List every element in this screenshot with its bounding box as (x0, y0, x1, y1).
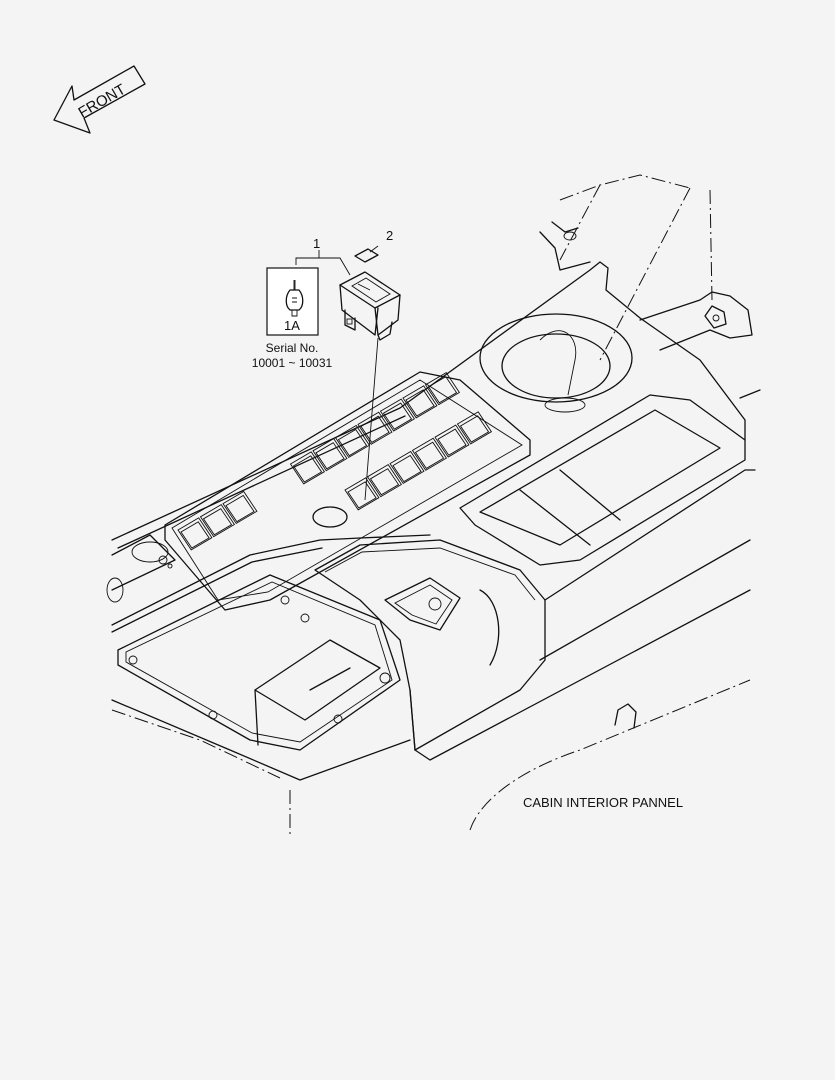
switch-slot-inner (202, 508, 233, 536)
switch-slot-inner (427, 376, 458, 404)
switch-slot-inner (382, 402, 413, 430)
switch-slot (411, 437, 448, 471)
switch-slot (222, 490, 258, 525)
callout-leaders (295, 245, 379, 501)
callout-2-number: 2 (386, 228, 393, 243)
front-label: FRONT (76, 81, 129, 122)
switch-slot-inner (337, 428, 368, 457)
switch-slot-inner (437, 428, 467, 456)
switch-slot (456, 411, 493, 445)
switch-slot-inner (392, 454, 422, 483)
switch-slot-inner (414, 441, 445, 470)
bulb-label: 1A (284, 318, 300, 333)
switch-slot-inner (360, 415, 390, 444)
callout-1-number: 1 (313, 236, 320, 251)
switch-slot-inner (347, 481, 377, 509)
switch-slot (312, 438, 348, 472)
switch-slot-inner (225, 494, 255, 523)
bulb-box: 1A (266, 267, 319, 336)
switch-slot (379, 398, 416, 432)
switch-slot (402, 385, 438, 419)
front-arrow: FRONT (53, 65, 146, 134)
switch-slot-inner (405, 389, 435, 417)
switch-slot-inner (459, 415, 490, 443)
switch-slot-inner (369, 468, 400, 496)
switch-slot-inner (292, 455, 323, 483)
switch-slot (366, 464, 403, 498)
switch-slot (424, 372, 461, 406)
assembly-label: CABIN INTERIOR PANNEL (523, 795, 683, 810)
serial-title: Serial No. (266, 341, 319, 355)
switch-slot (434, 424, 470, 458)
switch-slot (289, 451, 326, 485)
switch-slot-inner (180, 521, 210, 549)
bulb-icon (285, 280, 304, 317)
switch-slot (177, 517, 213, 551)
switch-slot (199, 504, 236, 538)
switch-slot (389, 450, 425, 485)
serial-range: 10001 ~ 10031 (252, 356, 333, 370)
switch-slot-inner (315, 442, 345, 470)
part-1-switch (339, 271, 401, 341)
switch-slot (344, 477, 380, 511)
part-2-cap (354, 248, 379, 263)
cabin-panel (106, 174, 761, 835)
